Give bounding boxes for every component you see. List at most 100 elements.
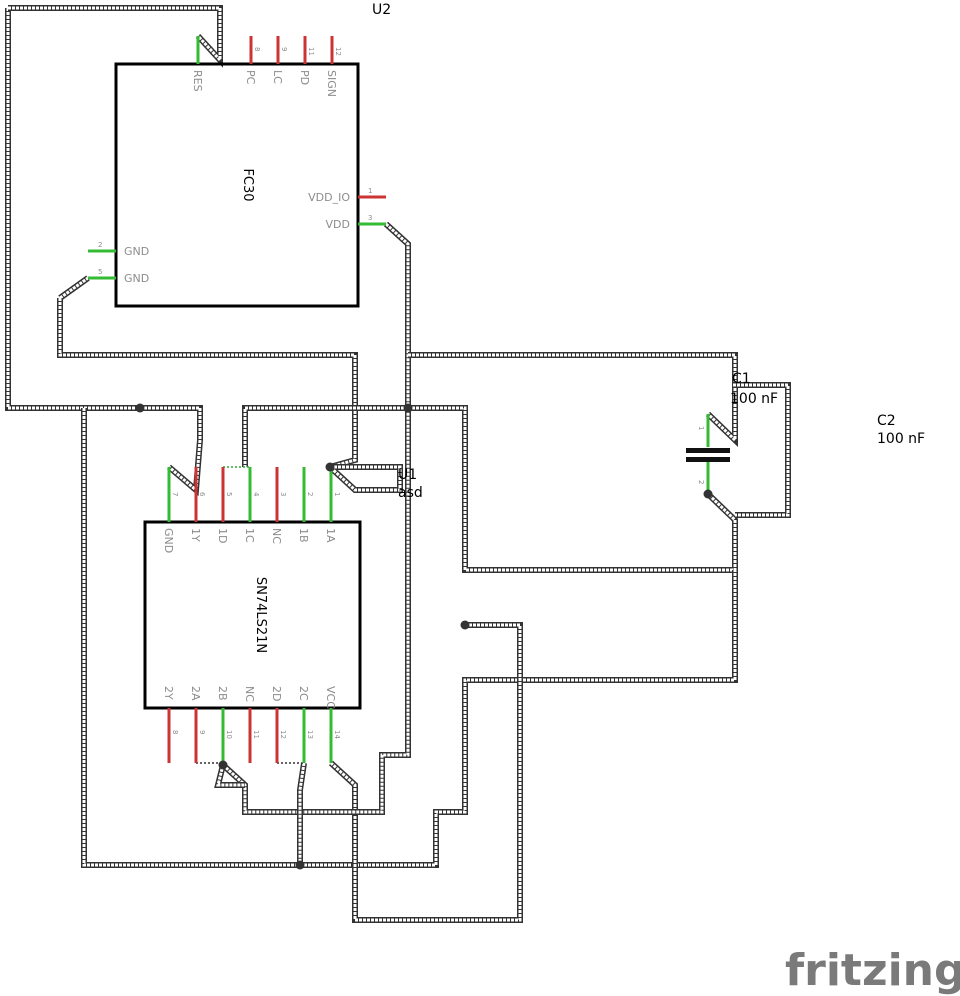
fc30-pin-label: VDD_IO bbox=[308, 191, 350, 204]
wire-core bbox=[58, 298, 357, 469]
c1-value: 100 nF bbox=[730, 391, 778, 407]
fc30-body bbox=[114, 62, 360, 308]
ic-pin-label: 1D bbox=[216, 528, 229, 543]
ic-pin-label: 1B bbox=[297, 528, 310, 543]
ic-pin-num: 11 bbox=[252, 730, 260, 739]
fritzing-logo: fritzing bbox=[785, 945, 960, 996]
ic-pin-num: 13 bbox=[306, 730, 314, 739]
ic-pin-label: GND bbox=[162, 528, 175, 553]
capacitor-c2-label: C2 100 nF bbox=[877, 413, 925, 447]
fc30-name: FC30 bbox=[240, 168, 255, 201]
wire-trace bbox=[5, 8, 140, 411]
ic-pin-label: 2A bbox=[189, 686, 202, 701]
wire-trace bbox=[383, 221, 411, 408]
fc30-pin-num: 1 bbox=[368, 187, 372, 195]
junctions bbox=[135, 403, 713, 870]
junction-dot bbox=[325, 462, 335, 472]
c1-plate-bottom bbox=[686, 457, 730, 462]
ic-pin-label: 1Y bbox=[189, 528, 202, 542]
wire-trace bbox=[57, 298, 358, 470]
ic-pin-num: 5 bbox=[225, 492, 233, 496]
c1-pin2-num: 2 bbox=[697, 480, 705, 484]
wire-core bbox=[82, 408, 300, 867]
wire-trace bbox=[408, 352, 738, 448]
wire-core bbox=[216, 764, 245, 787]
wire-core bbox=[243, 406, 408, 467]
wire-core bbox=[140, 406, 202, 494]
wire-core bbox=[328, 465, 402, 492]
ic-pin-label: 2C bbox=[297, 686, 310, 701]
fc30-pin-num: 2 bbox=[98, 241, 102, 249]
wire-trace bbox=[242, 405, 408, 467]
wire-core bbox=[8, 6, 222, 64]
wire-core bbox=[329, 623, 522, 922]
wire-core bbox=[59, 276, 89, 300]
ic-pin-num: 3 bbox=[279, 492, 287, 496]
wires bbox=[5, 5, 791, 923]
fc30-pin-label: VDD bbox=[326, 218, 350, 231]
fc30-pin-label: LC bbox=[271, 70, 284, 84]
ic-pin-label: 2D bbox=[270, 686, 283, 701]
ic-pin-num: 1 bbox=[333, 492, 341, 496]
fc30-pin-num: 11 bbox=[307, 47, 315, 56]
ic-pin-num: 14 bbox=[333, 730, 341, 739]
fc30-pin-label: PC bbox=[244, 70, 257, 85]
wire-core bbox=[408, 406, 737, 572]
ic-body bbox=[143, 520, 362, 710]
ic-pin-label: VCC bbox=[324, 686, 337, 709]
fc30-pin-num: 9 bbox=[280, 47, 288, 51]
wire-core bbox=[384, 222, 410, 408]
u1-value: asd bbox=[398, 485, 423, 501]
c1-pin1-num: 1 bbox=[697, 426, 705, 430]
ic-pin-label: 2Y bbox=[162, 686, 175, 700]
ic-pin-num: 7 bbox=[171, 492, 179, 496]
ic-pin-num: 6 bbox=[198, 492, 206, 497]
ic-name: SN74LS21N bbox=[253, 577, 268, 653]
junction-dot bbox=[403, 403, 413, 413]
fc30-pin-label: GND bbox=[124, 245, 149, 258]
fc30-pin-label: PD bbox=[298, 70, 311, 85]
wire-trace bbox=[8, 5, 223, 68]
junction-dot bbox=[703, 489, 713, 499]
fc30-pin-num: 8 bbox=[253, 47, 261, 51]
ic-pin-label: 1C bbox=[243, 528, 256, 543]
ic-pin-num: 9 bbox=[198, 730, 206, 734]
u1-ref: U1 bbox=[398, 467, 417, 483]
junction-dot bbox=[460, 620, 470, 630]
fc30-pin-num: 12 bbox=[334, 47, 342, 56]
wire-core bbox=[733, 383, 790, 517]
ic-pin-num: 4 bbox=[252, 492, 260, 497]
fc30-pin-num: 5 bbox=[98, 268, 102, 276]
c1-plate-top bbox=[686, 448, 730, 453]
c2-ref: C2 bbox=[877, 413, 896, 429]
wire-core bbox=[6, 8, 140, 410]
ic-pin-num: 10 bbox=[225, 730, 233, 739]
wire-core bbox=[300, 570, 737, 867]
c2-value: 100 nF bbox=[877, 431, 925, 447]
wire-core bbox=[298, 762, 306, 865]
c1-ref: C1 bbox=[732, 371, 751, 387]
wire-core bbox=[408, 353, 737, 444]
fc30-pin-label: GND bbox=[124, 272, 149, 285]
ic-pin-num: 12 bbox=[279, 730, 287, 739]
junction-dot bbox=[135, 403, 145, 413]
fc30-pin-label: RES bbox=[191, 70, 204, 92]
ic-pin-label: 1A bbox=[324, 528, 337, 543]
ic-part[interactable]: SN74LS21N U1 asd GND71Y61D51C4NC31B21A12… bbox=[143, 467, 423, 763]
ic-pin-label: NC bbox=[270, 528, 283, 544]
junction-dot bbox=[295, 860, 305, 870]
ic-pins: GND 7 1Y 6 1D 5 1C 4NC 3 1B 2 1A 1 2Y 8 2A 9 2B 10 NC 11 2D 12… bbox=[162, 467, 341, 763]
wire-trace bbox=[408, 405, 738, 573]
fc30-pin-num: 3 bbox=[368, 214, 372, 222]
ic-pin-num: 2 bbox=[306, 492, 314, 496]
ic-pin-label: NC bbox=[243, 686, 256, 702]
fc30-pin-label: SIGN bbox=[325, 70, 338, 97]
ic-pin-label: 2B bbox=[216, 686, 229, 701]
ic-pin-num: 8 bbox=[171, 730, 179, 734]
junction-dot bbox=[218, 760, 228, 770]
capacitor-c1[interactable]: 1 2 C1 100 nF bbox=[686, 371, 778, 494]
u2-ref: U2 bbox=[372, 2, 391, 18]
